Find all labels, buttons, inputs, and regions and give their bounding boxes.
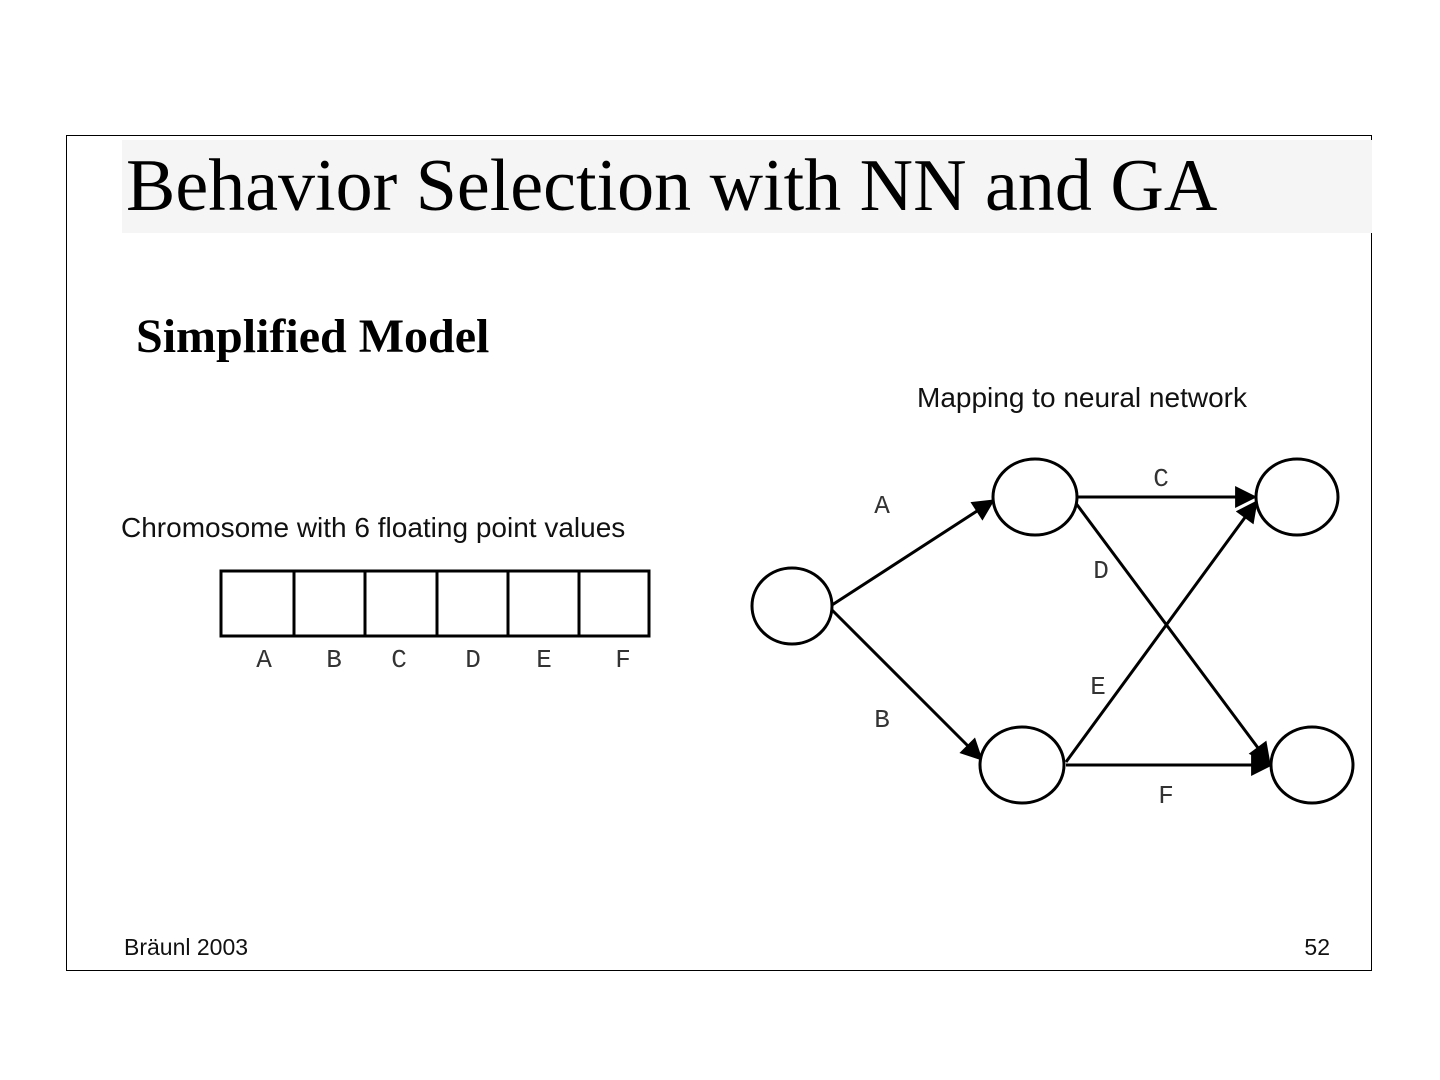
- gene-label-a: A: [256, 645, 272, 675]
- gene-cell-c: [363, 569, 439, 638]
- edge-label-d: D: [1093, 556, 1109, 586]
- chromosome-caption: Chromosome with 6 floating point values: [121, 512, 626, 543]
- node-hidden-bottom: [978, 725, 1066, 805]
- footer-author: Bräunl 2003: [124, 934, 249, 960]
- node-output-top: [1254, 457, 1340, 537]
- chromosome-labels: A B C D E F: [256, 645, 631, 675]
- chromosome: [219, 569, 651, 638]
- gene-cell-a: [219, 569, 296, 638]
- slide-frame: [66, 135, 1372, 971]
- gene-label-f: F: [615, 645, 631, 675]
- gene-cell-f: [577, 569, 651, 638]
- edge-b: [830, 608, 984, 762]
- edge-label-f: F: [1158, 781, 1174, 811]
- gene-cell-e: [506, 569, 581, 638]
- node-input: [750, 566, 834, 646]
- network-edge-labels: A B C D E F: [874, 464, 1174, 811]
- gene-cell-d: [435, 569, 510, 638]
- edge-label-b: B: [874, 705, 890, 735]
- title-band: [122, 140, 1372, 233]
- edge-e: [1064, 500, 1259, 763]
- network-edges: [830, 486, 1274, 776]
- gene-cell-b: [292, 569, 367, 638]
- network-caption: Mapping to neural network: [917, 382, 1247, 413]
- edge-d: [1073, 501, 1272, 765]
- edge-label-e: E: [1090, 672, 1106, 702]
- edge-label-a: A: [874, 491, 890, 521]
- edge-label-c: C: [1153, 464, 1169, 494]
- network-nodes: [750, 457, 1355, 805]
- slide-subtitle: Simplified Model: [136, 310, 490, 363]
- gene-label-d: D: [465, 645, 481, 675]
- page-number: 52: [1304, 934, 1330, 960]
- gene-label-e: E: [536, 645, 552, 675]
- slide-title: Behavior Selection with NN and GA: [126, 145, 1218, 227]
- gene-label-c: C: [391, 645, 407, 675]
- node-output-bottom: [1269, 725, 1355, 805]
- edge-a: [831, 498, 995, 607]
- gene-label-b: B: [326, 645, 342, 675]
- node-hidden-top: [991, 457, 1079, 537]
